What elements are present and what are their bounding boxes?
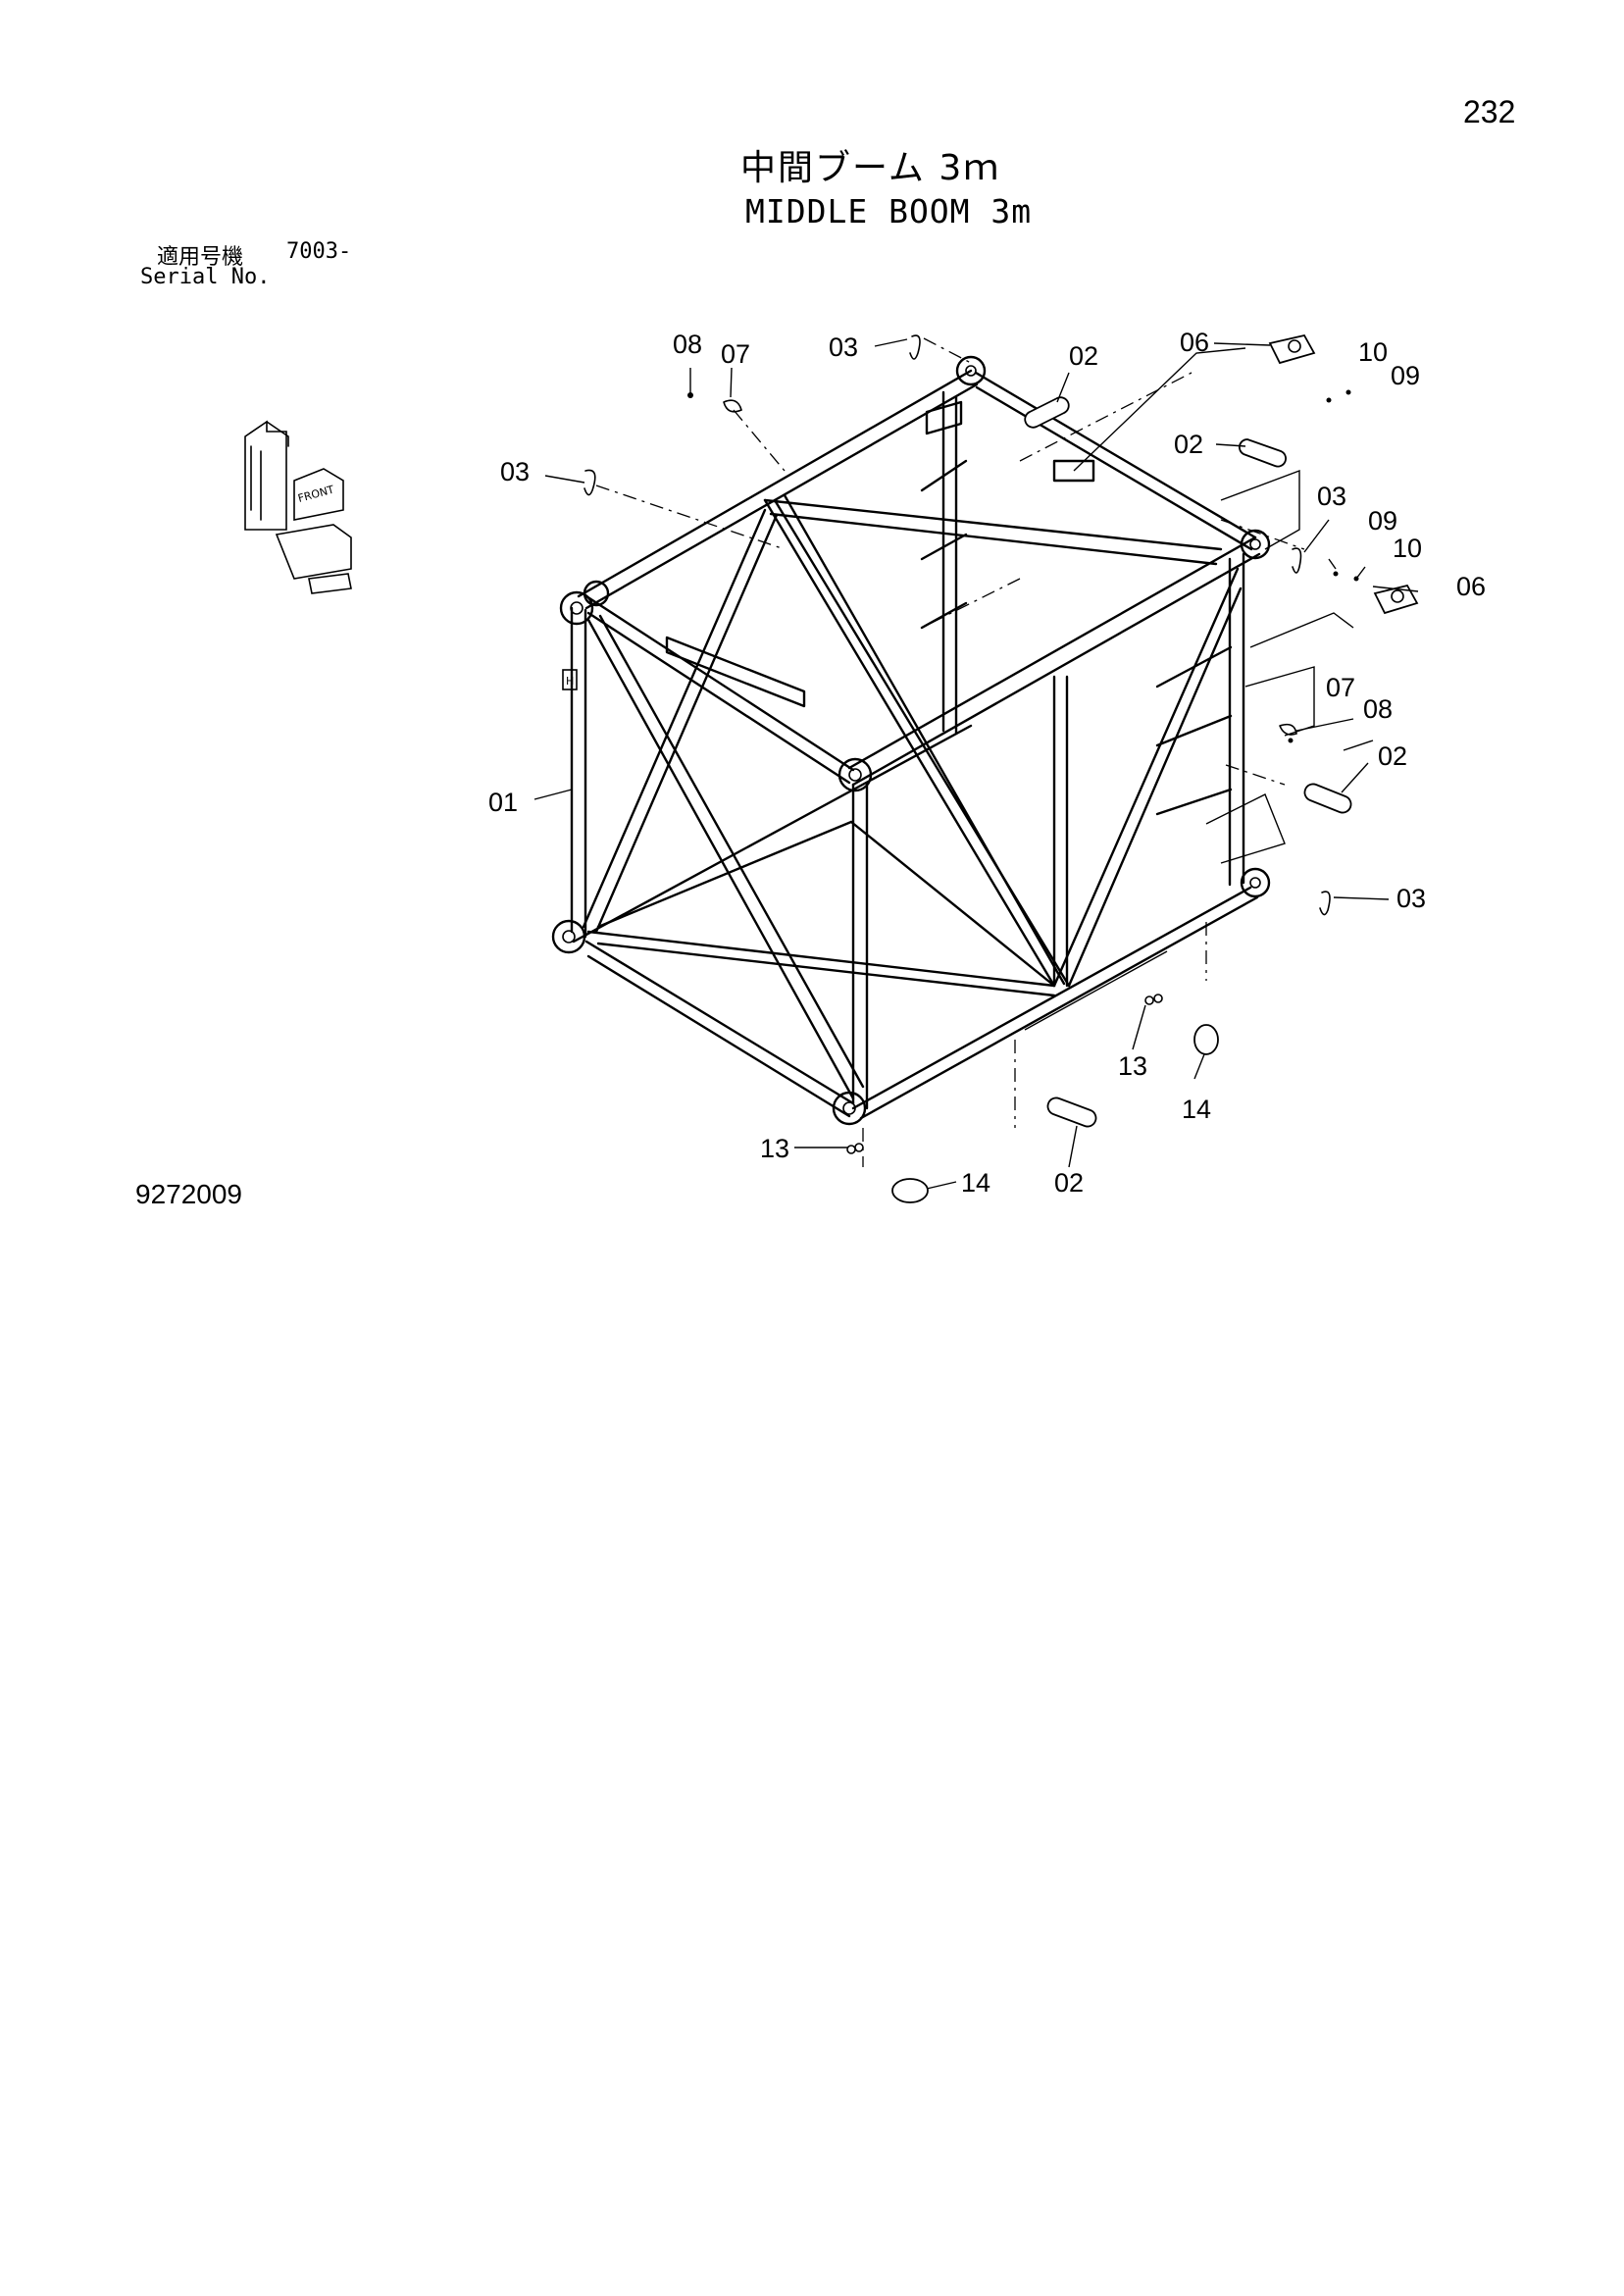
callout-labels: 01 02 02 02 02 03 03 03 03 06 06 07 07 0… — [488, 328, 1486, 1198]
center-lines — [595, 337, 1305, 1167]
callout-02-top: 02 — [1069, 341, 1098, 371]
callout-06-right: 06 — [1456, 572, 1486, 601]
leader-lines — [533, 338, 1419, 1190]
callout-14-right: 14 — [1182, 1095, 1211, 1124]
page-number: 232 — [1463, 94, 1516, 129]
serial-label-japanese: 適用号機 — [157, 245, 244, 270]
callout-09-right: 09 — [1368, 506, 1397, 536]
callout-03-right-lower: 03 — [1396, 884, 1426, 913]
boom-lugs — [551, 355, 1271, 1126]
callout-07-top: 07 — [721, 339, 750, 369]
callout-02-bottom: 02 — [1054, 1168, 1084, 1198]
reference-lines — [1024, 347, 1354, 1031]
loose-parts — [584, 333, 1419, 1203]
callout-08-right: 08 — [1363, 694, 1393, 724]
callout-03-right-upper: 03 — [1317, 482, 1346, 511]
exploded-view-diagram: FRONT — [244, 328, 1486, 1203]
svg-text:H: H — [566, 675, 574, 688]
callout-03-top: 03 — [829, 332, 858, 362]
serial-label-english: Serial No. — [140, 265, 271, 289]
callout-13-bottom: 13 — [760, 1134, 789, 1163]
drawing-number: 9272009 — [135, 1179, 243, 1209]
callout-02-right-upper: 02 — [1174, 430, 1203, 459]
pin-02-right-lower — [1303, 783, 1352, 814]
serial-value: 7003- — [286, 239, 352, 264]
callout-07-right: 07 — [1326, 673, 1355, 702]
callout-10-right: 10 — [1393, 534, 1422, 563]
callout-09-top: 09 — [1391, 361, 1420, 390]
callout-06-top: 06 — [1180, 328, 1209, 357]
callout-13-right: 13 — [1118, 1051, 1147, 1081]
callout-14-bottom: 14 — [961, 1168, 990, 1198]
title-japanese: 中間ブーム 3ｍ — [740, 148, 1001, 188]
pin-02-right-upper — [1238, 438, 1287, 468]
callout-02-right-lower: 02 — [1378, 741, 1407, 771]
title-english: MIDDLE BOOM 3m — [745, 192, 1033, 230]
callout-03-left: 03 — [500, 457, 530, 486]
pin-02-top — [1024, 396, 1070, 429]
boom-frame: H — [562, 369, 1261, 1120]
callout-08-top: 08 — [673, 330, 702, 359]
callout-01: 01 — [488, 788, 518, 817]
pin-02-bottom — [1046, 1097, 1097, 1128]
orientation-arrow-icon: FRONT — [244, 420, 352, 594]
orientation-icon-text: FRONT — [296, 484, 335, 505]
callout-10-top: 10 — [1358, 337, 1388, 367]
